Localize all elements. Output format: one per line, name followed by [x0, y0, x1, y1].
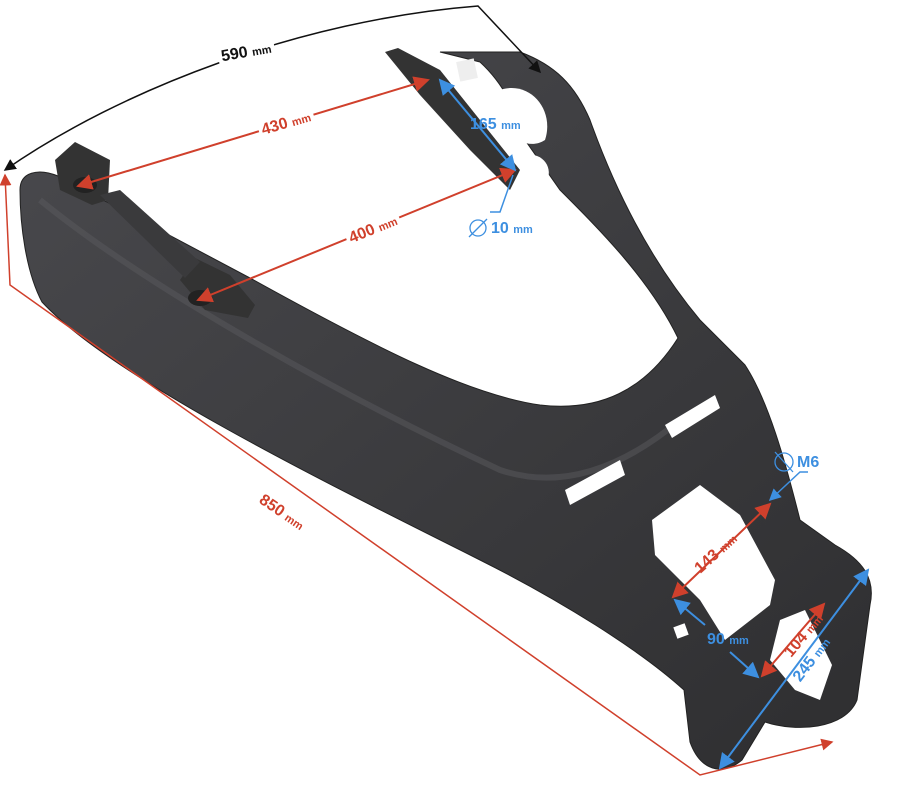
label-90: 90 mm: [704, 632, 752, 648]
dim-line-90-a: [673, 598, 706, 626]
value: 90: [707, 631, 725, 648]
value: 165: [470, 116, 497, 133]
dim-line-590: [3, 5, 542, 171]
mount-hole: [73, 177, 97, 193]
dim-line-430: [76, 76, 430, 190]
value: 10: [491, 220, 509, 237]
dim-line-165: [438, 78, 517, 172]
diameter-icon-slash: [468, 218, 488, 238]
diameter-icon: [774, 452, 794, 472]
unit: mm: [729, 635, 749, 647]
leader-m6: [768, 471, 808, 502]
dim-line-245: [718, 568, 870, 770]
mount-hole: [188, 290, 212, 306]
label-sticker: [456, 58, 478, 82]
unit: mm: [513, 224, 533, 236]
dimension-lines: [0, 5, 870, 776]
label-m6: M6: [794, 454, 823, 471]
dim-line-143: [671, 502, 772, 599]
label-165: 165 mm: [467, 117, 524, 133]
unit: mm: [501, 120, 521, 132]
value: M6: [797, 454, 820, 471]
luggage-rack-part: [19, 48, 872, 770]
rack-frame: [19, 51, 872, 770]
label-10mm: 10 mm: [488, 221, 536, 237]
unit: mm: [251, 43, 273, 59]
diameter-icon: [469, 219, 487, 237]
diameter-icon-slash: [774, 451, 794, 473]
